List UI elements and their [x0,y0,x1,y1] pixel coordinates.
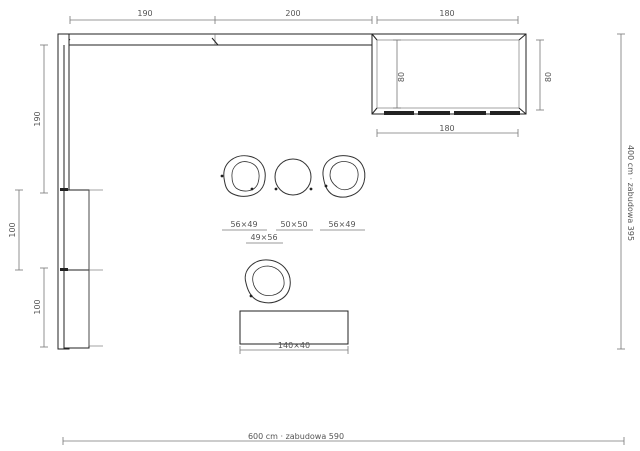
table: 140×40 [239,310,349,354]
dim-right-width-bottom: 180 [439,124,454,133]
left-dimensions: 190 100 100 [8,44,48,348]
right-unit [371,33,527,115]
dim-top-right: 180 [439,9,454,18]
stool-center [274,158,313,196]
top-dimensions: 190 200 180 [69,9,519,24]
dim-left-top: 190 [33,111,42,126]
dim-stool-center: 50×50 [280,220,307,229]
dim-overall-height: 400 cm · zabudowa 395 [626,145,635,241]
dim-chair-lower: 49×56 [250,233,277,242]
overall-height: 400 cm · zabudowa 395 [617,33,635,350]
top-counter [63,33,373,46]
dim-left-mid: 100 [8,222,17,237]
dim-right-depth-inner: 80 [397,72,406,82]
chair-lower [244,259,291,304]
chair-dimensions: 56×49 50×50 56×49 49×56 [222,220,365,244]
dim-right-depth-outer: 80 [544,72,553,82]
dim-chair-right: 56×49 [328,220,355,229]
dim-top-left: 190 [137,9,152,18]
dim-chair-left: 56×49 [230,220,257,229]
overall-width: 600 cm · zabudowa 590 [62,432,625,445]
dim-left-bottom: 100 [33,299,42,314]
dim-table: 140×40 [278,341,310,350]
chair-left [220,155,266,197]
chair-right [322,155,366,198]
dim-overall-width: 600 cm · zabudowa 590 [248,432,344,441]
dim-top-mid: 200 [285,9,300,18]
left-cabinets [60,188,103,349]
right-unit-dimensions: 80 80 180 [376,39,553,137]
